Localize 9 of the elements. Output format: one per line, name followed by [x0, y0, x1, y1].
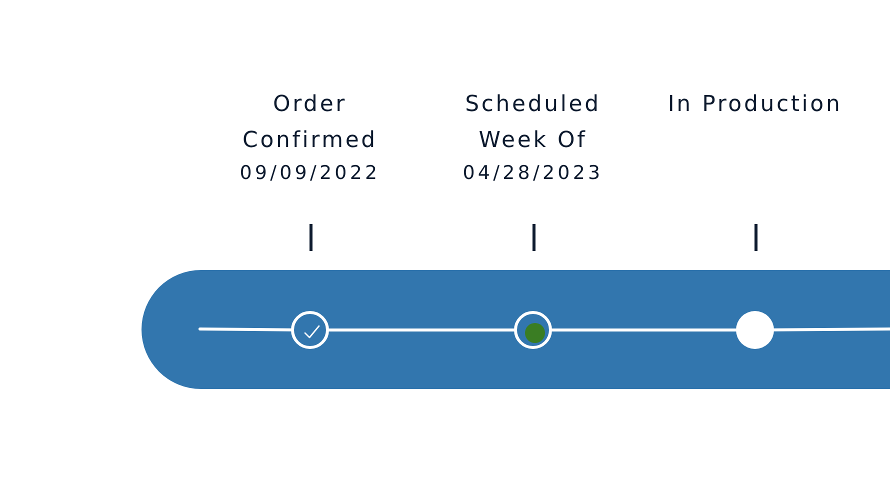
timeline-line: [550, 328, 738, 332]
step-date: 09/09/2022: [240, 161, 380, 186]
step-date: 04/28/2023: [462, 161, 604, 186]
step-title: Scheduled Week Of: [464, 91, 602, 155]
timeline-line: [198, 328, 292, 332]
timeline-line: [772, 328, 890, 332]
timeline-line: [328, 328, 516, 332]
step-title: Order Confirmed: [242, 91, 378, 155]
step-title: In Production: [668, 91, 842, 119]
